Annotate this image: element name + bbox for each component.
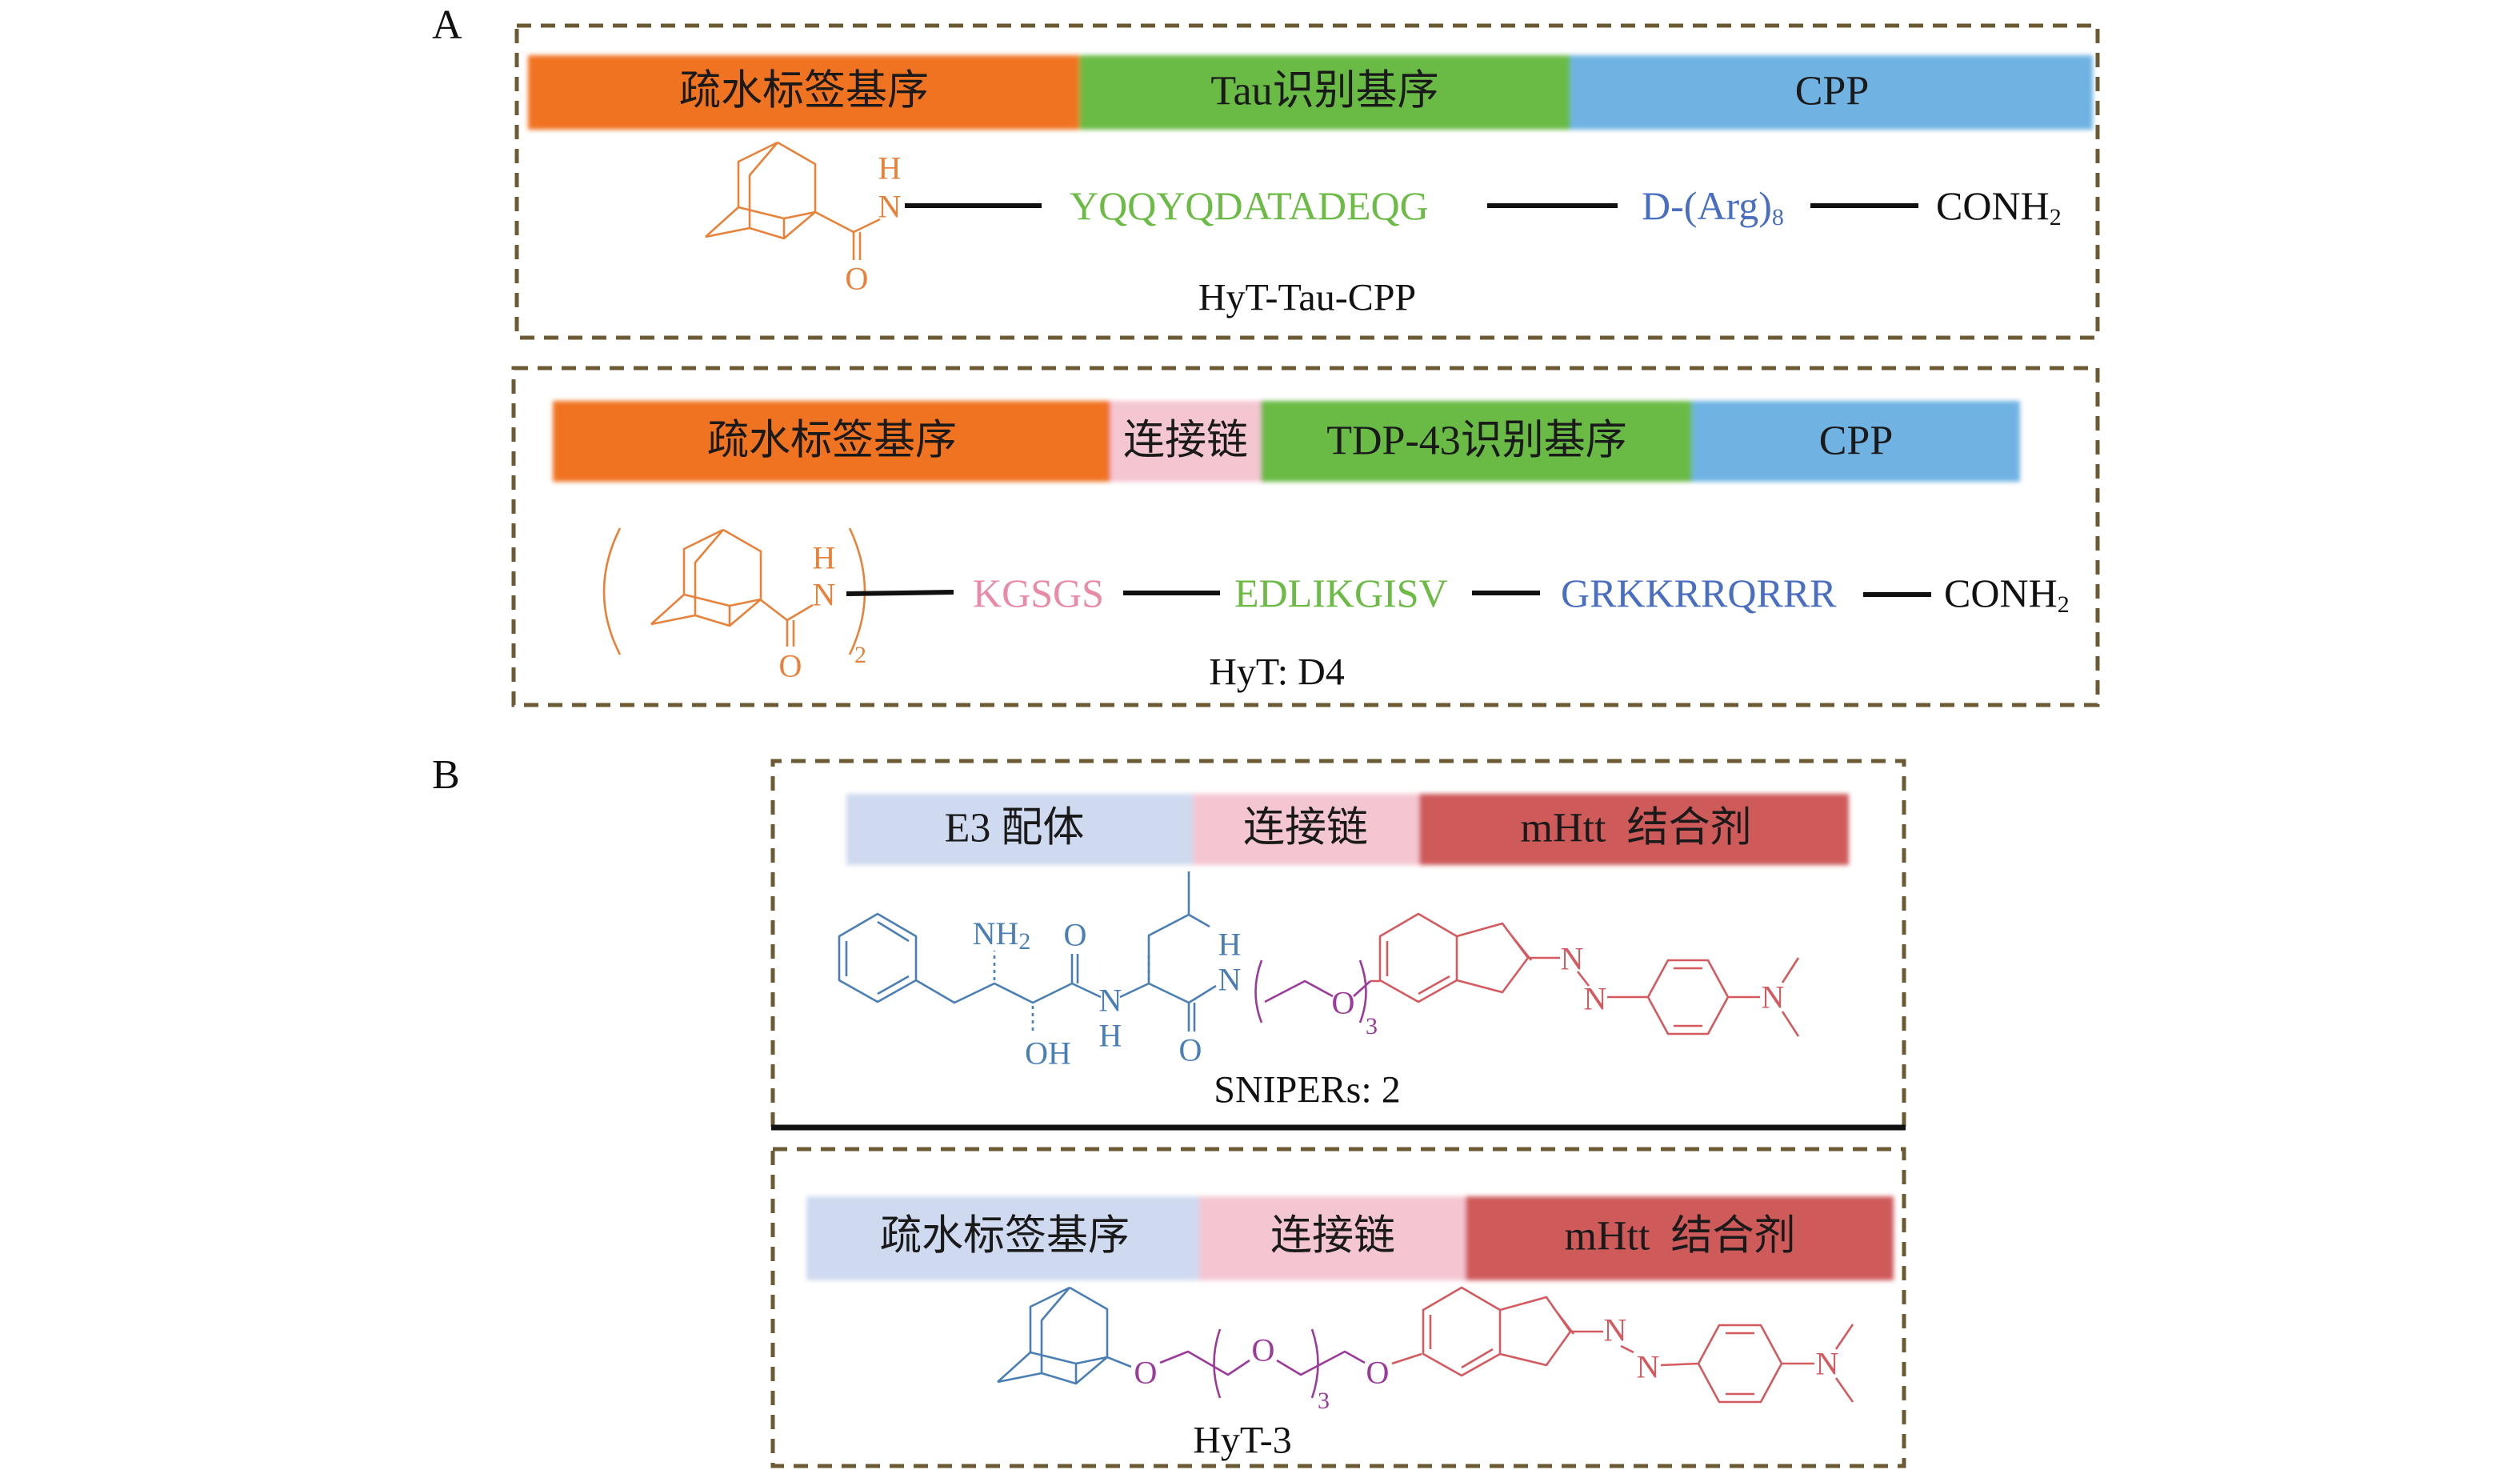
atom-label-n: N — [1584, 981, 1607, 1017]
panel-label-b: B — [432, 752, 460, 798]
dashed-border — [514, 23, 2100, 340]
segment-label: mHtt 结合剂 — [1521, 806, 1752, 851]
segment-bar-mhtt-binder — [1419, 794, 1849, 865]
atom-label-n: N — [1604, 1312, 1627, 1348]
compound-name: HyT-3 — [1193, 1420, 1292, 1462]
repeat-count: 3 — [1366, 1013, 1378, 1039]
segment-bar-mhtt-binder — [1466, 1196, 1894, 1280]
cpp-sequence: GRKKRRQRRR — [1561, 571, 1837, 615]
atom-label-n: N — [1218, 962, 1242, 998]
atom-label-n: N — [1762, 979, 1785, 1015]
segment-label: 连接链 — [1243, 806, 1368, 851]
segment-bar-linker — [1193, 794, 1420, 865]
snipers-structure: NH2 O OH N H O N H O 3 N N N — [838, 871, 1800, 1071]
atom-label-o: O — [1064, 917, 1087, 953]
tdp43-recognition-sequence: EDLIKGISV — [1234, 571, 1448, 615]
c-terminal-amide: CONH2 — [1944, 571, 2070, 618]
adamantane-amide-structure: H N O — [704, 141, 902, 297]
atom-label-o: O — [1332, 985, 1355, 1021]
segment-bar-linker — [1199, 1196, 1466, 1280]
c-terminal-amide: CONH2 — [1936, 183, 2062, 230]
atom-label-h: H — [1218, 927, 1242, 963]
cpp-sequence: D-(Arg)8 — [1642, 183, 1784, 230]
atom-label-o: O — [1252, 1332, 1275, 1368]
segment-label: 疏水标签基序 — [880, 1214, 1130, 1260]
segment-label: TDP-43识别基序 — [1326, 419, 1627, 464]
adamantane-amide-dimer-structure: H N O 2 — [602, 527, 866, 684]
segment-label: mHtt 结合剂 — [1565, 1214, 1796, 1260]
segment-bar-linker — [1110, 401, 1262, 482]
panel-b1-snipers: E3 配体 连接链 mHtt 结合剂 NH2 O OH N H O N H O … — [770, 759, 1906, 1131]
compound-name: HyT-Tau-CPP — [1198, 277, 1416, 319]
atom-label-n: N — [1099, 983, 1122, 1019]
segment-bar-tau — [1079, 55, 1571, 130]
bond-line — [846, 590, 954, 596]
compound-name: SNIPERs: 2 — [1214, 1069, 1400, 1112]
atom-label-oh: OH — [1025, 1035, 1071, 1071]
segment-label: 疏水标签基序 — [679, 69, 929, 114]
dashed-border — [770, 1147, 1906, 1468]
panel-a2-hyt-d4: 疏水标签基序 连接链 TDP-43识别基序 CPP H N O 2 KGSGS … — [511, 366, 2100, 707]
atom-label-o: O — [779, 648, 802, 684]
hyt-3-structure: O O 3 O N N N — [996, 1286, 1854, 1414]
segment-bar-hydrophobic — [528, 55, 1080, 130]
atom-label-h: H — [813, 540, 836, 576]
atom-label-n: N — [813, 577, 836, 613]
atom-label-h: H — [1099, 1018, 1122, 1054]
segment-label: 连接链 — [1270, 1214, 1395, 1260]
panel-a1-hyt-tau-cpp: 疏水标签基序 Tau识别基序 CPP H N O YQQYQDATADEQG D… — [514, 23, 2100, 340]
repeat-count: 3 — [1318, 1388, 1330, 1414]
segment-label: 疏水标签基序 — [707, 419, 957, 464]
atom-label-o: O — [1366, 1355, 1390, 1391]
segment-bar-hydrophobic — [553, 401, 1111, 482]
atom-label-o: O — [846, 261, 869, 297]
atom-label-o: O — [1134, 1355, 1158, 1391]
panel-label-a: A — [432, 2, 462, 48]
atom-label-n: N — [1561, 941, 1584, 977]
segment-bar-hydrophobic — [806, 1196, 1200, 1280]
panel-b2-hyt-3: 疏水标签基序 连接链 mHtt 结合剂 O O 3 O N N N HyT-3 — [770, 1147, 1906, 1468]
atom-label-n: N — [1816, 1346, 1839, 1382]
repeat-count: 2 — [854, 642, 866, 668]
segment-label: Tau识别基序 — [1210, 69, 1438, 114]
atom-label-n: N — [1637, 1349, 1660, 1385]
atom-label-h: H — [878, 150, 902, 186]
tau-recognition-sequence: YQQYQDATADEQG — [1070, 183, 1429, 228]
segment-bar-e3-ligand — [846, 794, 1194, 865]
atom-label-o: O — [1179, 1032, 1202, 1068]
segment-label: CPP — [1819, 419, 1894, 464]
segment-label: 连接链 — [1123, 419, 1248, 464]
atom-label-n: N — [878, 189, 902, 225]
compound-name: HyT: D4 — [1209, 651, 1345, 694]
segment-label: CPP — [1795, 69, 1870, 114]
dashed-border — [511, 366, 2100, 707]
segment-bar-tdp43 — [1261, 401, 1693, 482]
segment-label: E3 配体 — [945, 806, 1085, 851]
segment-bar-cpp — [1692, 401, 2020, 482]
linker-sequence: KGSGS — [973, 571, 1104, 615]
segment-bar-cpp — [1570, 55, 2093, 130]
atom-label-nh2: NH2 — [973, 915, 1031, 955]
